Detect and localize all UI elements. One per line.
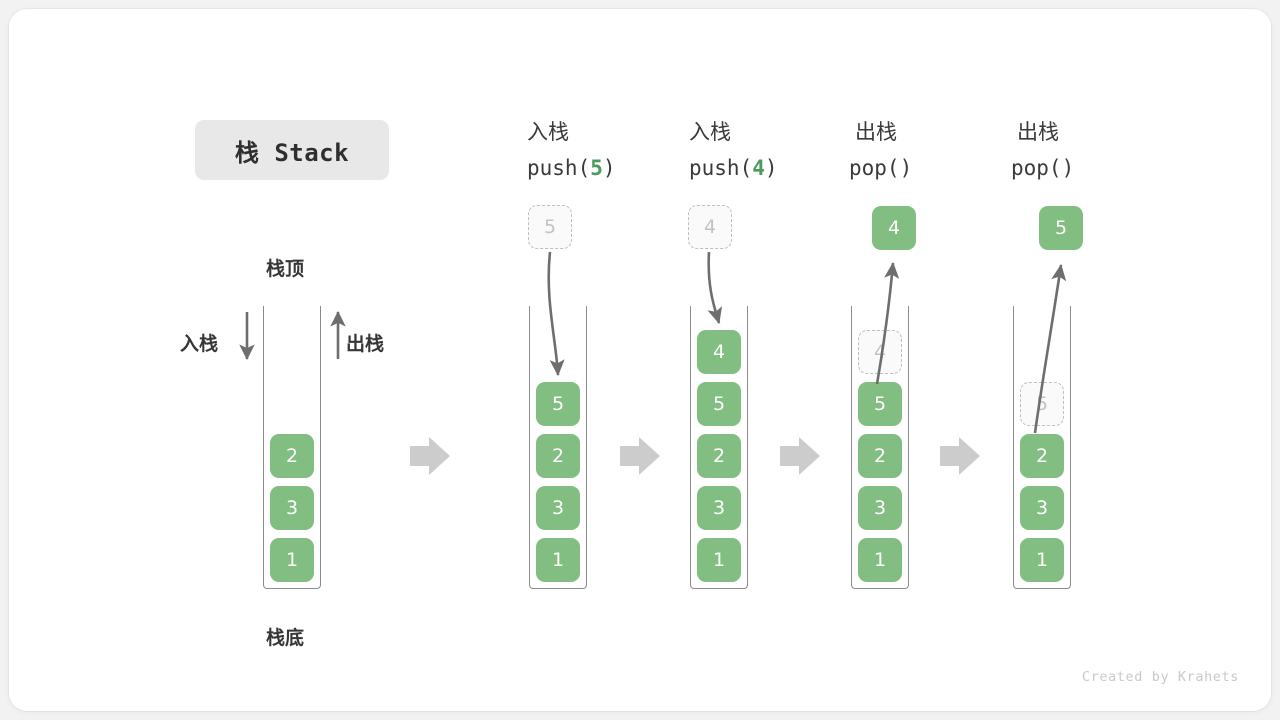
flow-arrow-icon — [410, 437, 450, 475]
stack-top-label: 栈顶 — [266, 258, 305, 280]
floating-cell-pop-4: 4 — [872, 206, 916, 250]
floating-cell-push-5: 5 — [528, 205, 572, 249]
operation-3-name: 出栈 — [1017, 120, 1059, 144]
stack-cell: 5 — [697, 382, 741, 426]
stack-frame-after-pop-4 — [851, 306, 909, 589]
stack-bottom-label: 栈底 — [266, 627, 305, 649]
stack-cell: 5 — [858, 382, 902, 426]
operation-1-code: push(4) — [689, 148, 778, 188]
stack-cell: 2 — [697, 434, 741, 478]
push-direction-label: 入栈 — [180, 333, 219, 355]
operation-1-name: 入栈 — [689, 120, 731, 144]
flow-arrow-icon — [780, 437, 820, 475]
stack-cell: 3 — [697, 486, 741, 530]
stack-cell: 2 — [536, 434, 580, 478]
stack-title-chip: 栈 Stack — [195, 120, 389, 180]
op0-code-prefix: push( — [527, 156, 591, 180]
op0-code-suffix: ) — [602, 156, 616, 180]
stack-cell-removed: 4 — [858, 330, 902, 374]
stack-cell: 2 — [1020, 434, 1064, 478]
operation-0-name: 入栈 — [527, 120, 569, 144]
op1-code-prefix: push( — [689, 156, 753, 180]
op1-code-arg: 4 — [752, 156, 765, 180]
op3-code-suffix: ) — [1061, 156, 1075, 180]
flow-arrow-icon — [940, 437, 980, 475]
op2-code-prefix: pop( — [849, 156, 900, 180]
stack-cell: 5 — [536, 382, 580, 426]
stack-frame-after-pop-5 — [1013, 306, 1071, 589]
diagram-card: 栈 Stack 入栈 push(5) 入栈 push(4) 出栈 pop() 出… — [9, 9, 1271, 711]
stack-cell: 1 — [536, 538, 580, 582]
pop-direction-label: 出栈 — [346, 333, 385, 355]
operation-3-code: pop() — [1011, 148, 1074, 188]
stack-frame-after-push-5 — [529, 306, 587, 589]
op3-code-prefix: pop( — [1011, 156, 1062, 180]
stack-cell: 3 — [1020, 486, 1064, 530]
stack-cell: 3 — [536, 486, 580, 530]
stack-cell: 1 — [270, 538, 314, 582]
operation-2-name: 出栈 — [855, 120, 897, 144]
operation-0-code: push(5) — [527, 148, 616, 188]
stack-frame-initial — [263, 306, 321, 589]
operation-2-code: pop() — [849, 148, 912, 188]
stack-cell: 3 — [270, 486, 314, 530]
stack-cell: 1 — [1020, 538, 1064, 582]
stack-cell: 2 — [858, 434, 902, 478]
stack-cell-removed: 5 — [1020, 382, 1064, 426]
floating-cell-push-4: 4 — [688, 205, 732, 249]
stack-frame-after-push-4 — [690, 306, 748, 589]
stack-cell: 1 — [858, 538, 902, 582]
op1-code-suffix: ) — [764, 156, 778, 180]
stack-cell: 4 — [697, 330, 741, 374]
stack-cell: 1 — [697, 538, 741, 582]
stack-cell: 2 — [270, 434, 314, 478]
op0-code-arg: 5 — [590, 156, 603, 180]
floating-cell-pop-5: 5 — [1039, 206, 1083, 250]
op2-code-suffix: ) — [899, 156, 913, 180]
credit-text: Created by Krahets — [1081, 669, 1239, 685]
stack-cell: 3 — [858, 486, 902, 530]
arrows-layer — [239, 251, 1067, 475]
flow-arrow-icon — [620, 437, 660, 475]
page-title: 栈 Stack — [234, 138, 350, 167]
